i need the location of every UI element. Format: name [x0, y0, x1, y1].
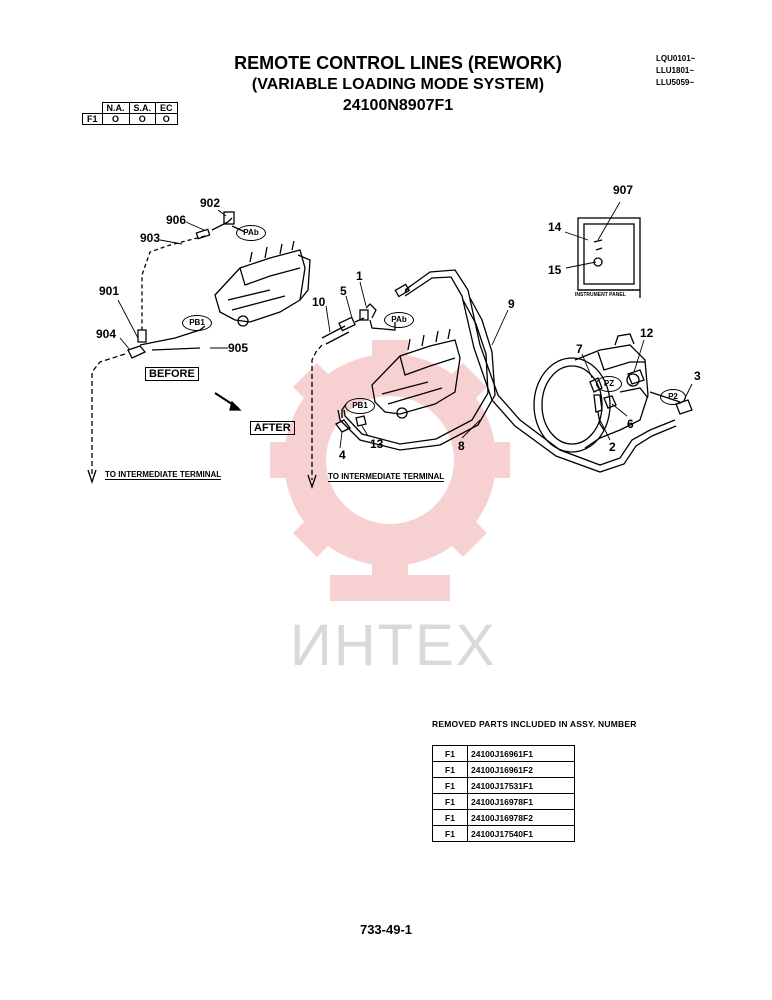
- removed-code: F1: [432, 745, 468, 762]
- callout-14: 14: [548, 220, 562, 234]
- callout-9: 9: [508, 297, 515, 311]
- port-label-pz: PZ: [596, 376, 622, 392]
- serial-3: LLU5059~: [656, 78, 695, 87]
- page-subtitle: (VARIABLE LOADING MODE SYSTEM): [251, 76, 545, 93]
- callout-10: 10: [312, 295, 326, 309]
- serial-2: LLU1801~: [656, 66, 695, 75]
- serial-1: LQU0101~: [656, 54, 696, 63]
- removed-part-number: 24100J16978F1: [467, 793, 575, 810]
- callout-8: 8: [458, 439, 465, 453]
- callout-12: 12: [640, 326, 654, 340]
- removed-parts-heading: REMOVED PARTS INCLUDED IN ASSY. NUMBER: [432, 719, 637, 729]
- removed-part-number: 24100J17540F1: [467, 825, 575, 842]
- callout-906: 906: [166, 213, 187, 227]
- table-row: F1 24100J17540F1: [432, 825, 575, 842]
- removed-code: F1: [432, 793, 468, 810]
- watermark-text: ИНТЕХ: [290, 613, 497, 678]
- callout-901: 901: [99, 284, 120, 298]
- hose-8-and-9: [337, 269, 677, 473]
- port-label-pb1-after: PB1: [345, 398, 375, 414]
- page-title: REMOTE CONTROL LINES (REWORK): [234, 53, 562, 73]
- callout-13: 13: [370, 437, 384, 451]
- before-hose-lines: [87, 211, 246, 485]
- availability-table: N.A. S.A. EC F1 O O O: [82, 102, 178, 125]
- watermark-gear-icon: [270, 340, 510, 601]
- callout-15: 15: [548, 263, 562, 277]
- instrument-panel: [577, 217, 641, 298]
- table-row: F1 24100J17531F1: [432, 777, 575, 794]
- callout-4: 4: [339, 448, 346, 462]
- serial-numbers: LQU0101~ LLU1801~ LLU5059~: [656, 53, 695, 89]
- motor-assembly: [533, 333, 649, 453]
- removed-code: F1: [432, 761, 468, 778]
- callout-905: 905: [228, 341, 249, 355]
- callout-1: 1: [356, 269, 363, 283]
- removed-code: F1: [432, 809, 468, 826]
- table-row: F1 24100J16978F2: [432, 809, 575, 826]
- callout-3: 3: [694, 369, 701, 383]
- instrument-panel-label: INSTRUMENT PANEL: [575, 292, 626, 298]
- port-label-pab-after: PAb: [384, 312, 414, 328]
- port-label-p2: P2: [660, 389, 686, 405]
- avail-value-ec: O: [155, 113, 178, 125]
- port-label-pb1: PB1: [182, 315, 212, 331]
- callout-7: 7: [576, 342, 583, 356]
- before-label: BEFORE: [145, 367, 199, 381]
- control-valve-after: [371, 328, 461, 419]
- removed-part-number: 24100J16961F1: [467, 745, 575, 762]
- callout-904: 904: [96, 327, 117, 341]
- table-row: F1 24100J16961F2: [432, 761, 575, 778]
- callout-2: 2: [609, 440, 616, 454]
- terminal-label-before: TO INTERMEDIATE TERMINAL: [105, 470, 222, 480]
- avail-value-na: O: [101, 113, 130, 125]
- page-number: 733-49-1: [359, 922, 413, 937]
- callout-5: 5: [340, 284, 347, 298]
- table-row: F1 24100J16978F1: [432, 793, 575, 810]
- assembly-number: 24100N8907F1: [342, 97, 454, 114]
- removed-part-number: 24100J16961F2: [467, 761, 575, 778]
- port-label-pab: PAb: [236, 225, 266, 241]
- callout-903: 903: [140, 231, 161, 245]
- callout-907: 907: [613, 183, 634, 197]
- table-row: F1 24100J16961F1: [432, 745, 575, 762]
- removed-code: F1: [432, 825, 468, 842]
- control-valve-before: [214, 240, 311, 327]
- removed-part-number: 24100J16978F2: [467, 809, 575, 826]
- callout-902: 902: [200, 196, 221, 210]
- after-label: AFTER: [250, 421, 295, 435]
- removed-parts-table: F1 24100J16961F1 F1 24100J16961F2 F1 241…: [432, 745, 575, 842]
- callout-6: 6: [627, 417, 634, 431]
- removed-part-number: 24100J17531F1: [467, 777, 575, 794]
- terminal-label-after: TO INTERMEDIATE TERMINAL: [328, 472, 445, 482]
- removed-code: F1: [432, 777, 468, 794]
- avail-value-sa: O: [128, 113, 157, 125]
